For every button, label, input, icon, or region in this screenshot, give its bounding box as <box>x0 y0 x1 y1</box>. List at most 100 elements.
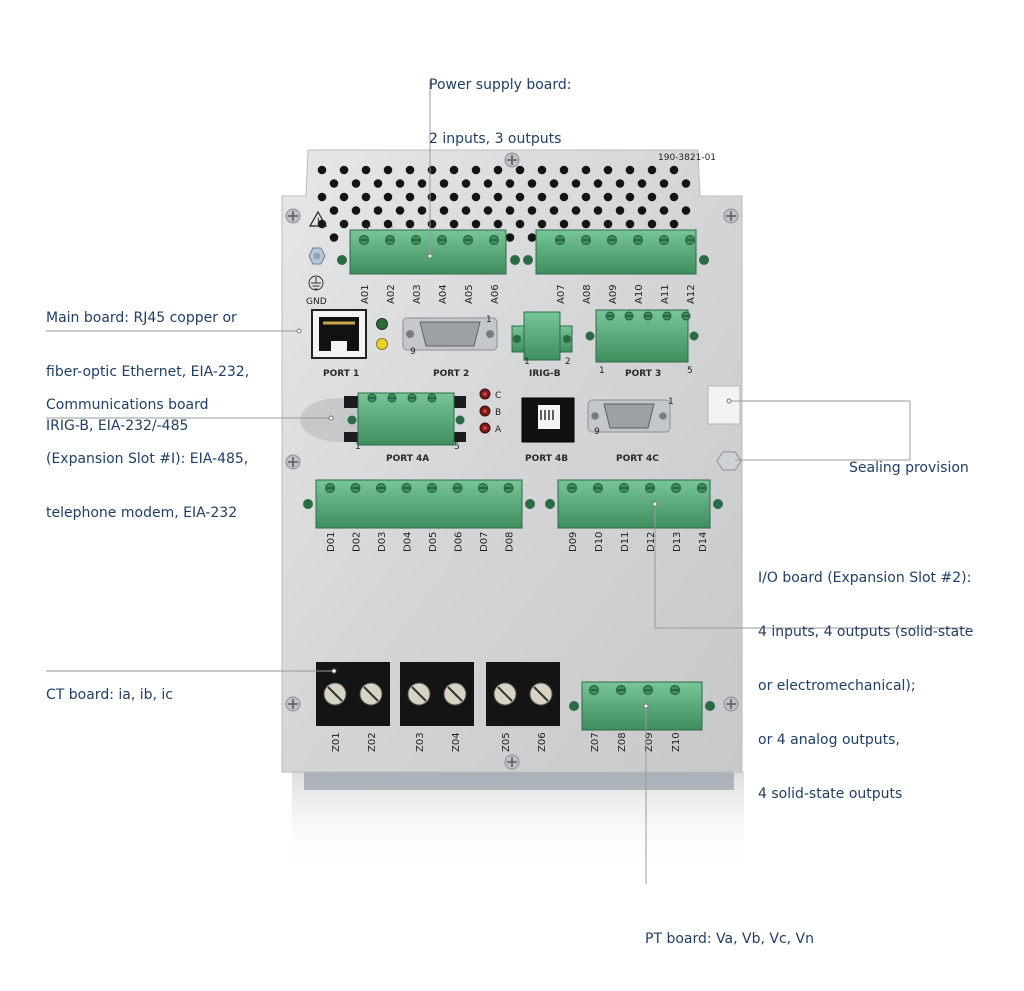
vent-hole <box>493 192 503 202</box>
vent-hole <box>637 206 647 215</box>
terminal-label: D03 <box>377 532 388 552</box>
terminal-label: D13 <box>672 532 683 552</box>
vent-hole <box>405 219 415 229</box>
vent-hole <box>647 219 657 229</box>
vent-hole <box>417 179 427 188</box>
port3-label: PORT 3 <box>625 369 661 379</box>
vent-hole <box>527 233 537 242</box>
terminal-label: D04 <box>403 532 414 552</box>
polarity-plus: + <box>364 222 372 232</box>
vent-hole <box>339 165 349 175</box>
terminal-label: A01 <box>360 284 371 304</box>
led-a <box>479 422 491 434</box>
vent-hole <box>505 206 515 215</box>
port3-connector[interactable] <box>585 309 699 363</box>
warning-icon <box>308 210 328 227</box>
vent-hole <box>669 192 679 202</box>
callout-io-board: I/O board (Expansion Slot #2): 4 inputs,… <box>758 533 973 821</box>
power-supply-terminal-block-right[interactable] <box>523 229 709 275</box>
vent-hole <box>581 192 591 202</box>
callout-line: CT board: ia, ib, ic <box>46 687 174 703</box>
vent-hole <box>593 206 603 215</box>
terminal-label: A11 <box>660 284 671 304</box>
vent-hole <box>615 179 625 188</box>
vent-hole <box>615 206 625 215</box>
callout-ct-board: CT board: ia, ib, ic <box>46 650 173 722</box>
terminal-label: D05 <box>428 532 439 552</box>
ct-terminal-block-1[interactable] <box>316 662 390 726</box>
vent-hole <box>483 179 493 188</box>
port4c-pin-left: 9 <box>594 427 600 437</box>
ct-terminal-block-3[interactable] <box>486 662 560 726</box>
io-terminal-block-left[interactable] <box>303 479 535 529</box>
vent-hole <box>383 219 393 229</box>
vent-hole <box>329 233 339 242</box>
vent-hole <box>461 206 471 215</box>
vent-hole <box>395 179 405 188</box>
vent-hole <box>493 219 503 229</box>
vent-hole <box>571 206 581 215</box>
warning-icon-mark: ! <box>317 217 321 227</box>
screw-icon <box>285 696 301 712</box>
terminal-label: Z02 <box>367 732 378 752</box>
vent-hole <box>449 192 459 202</box>
vent-hole <box>559 165 569 175</box>
terminal-label: Z05 <box>501 732 512 752</box>
terminal-label: A03 <box>412 284 423 304</box>
vent-hole <box>395 206 405 215</box>
terminal-label: A10 <box>634 284 645 304</box>
led-b <box>479 405 491 417</box>
vent-hole <box>669 165 679 175</box>
vent-hole <box>405 192 415 202</box>
vent-hole <box>361 192 371 202</box>
vent-hole <box>559 192 569 202</box>
terminal-label: D09 <box>568 532 579 552</box>
terminal-label: Z07 <box>590 732 601 752</box>
vent-hole <box>559 219 569 229</box>
vent-hole <box>527 179 537 188</box>
vent-hole <box>449 219 459 229</box>
port1-rj45-jack[interactable] <box>311 309 367 359</box>
port4c-db9-connector[interactable] <box>587 399 671 433</box>
vent-hole <box>471 219 481 229</box>
sealing-tab[interactable] <box>707 385 741 425</box>
vent-hole <box>571 179 581 188</box>
callout-line: 4 solid-state outputs <box>758 786 903 802</box>
callout-line: or electromechanical); <box>758 678 916 694</box>
vent-hole <box>329 206 339 215</box>
port4a-pin-left: 1 <box>355 442 361 452</box>
callout-power-supply: Power supply board: 2 inputs, 3 outputs <box>429 40 572 166</box>
vent-hole <box>625 219 635 229</box>
port3-pin-left: 1 <box>599 366 605 376</box>
vent-hole <box>625 192 635 202</box>
port1-activity-led <box>376 338 388 350</box>
screw-icon <box>504 754 520 770</box>
vent-hole <box>637 179 647 188</box>
terminal-label: D06 <box>454 532 465 552</box>
leader-dot-power-supply <box>427 253 433 259</box>
ct-terminal-block-2[interactable] <box>400 662 474 726</box>
vent-hole <box>361 165 371 175</box>
vent-hole <box>493 165 503 175</box>
pt-terminal-block[interactable] <box>569 681 715 731</box>
screw-icon <box>285 208 301 224</box>
terminal-label: D01 <box>326 532 337 552</box>
vent-hole <box>461 179 471 188</box>
vent-hole <box>373 206 383 215</box>
vent-hole <box>383 192 393 202</box>
leader-io-board <box>654 505 968 629</box>
vent-hole <box>505 179 515 188</box>
polarity-minus: - <box>390 222 393 232</box>
power-supply-terminal-block-left[interactable] <box>337 229 520 275</box>
port1-label: PORT 1 <box>323 369 359 379</box>
terminal-label: Z09 <box>644 732 655 752</box>
irigb-connector[interactable] <box>511 311 573 361</box>
port2-db9-connector[interactable] <box>402 317 498 351</box>
callout-line: 4 inputs, 4 outputs (solid-state <box>758 624 974 640</box>
sealing-stud <box>716 451 742 471</box>
vent-hole <box>647 192 657 202</box>
port4b-telephone-jack[interactable] <box>521 397 575 443</box>
vent-hole <box>581 219 591 229</box>
port4a-connector[interactable] <box>344 392 466 446</box>
io-terminal-block-right[interactable] <box>545 479 723 529</box>
